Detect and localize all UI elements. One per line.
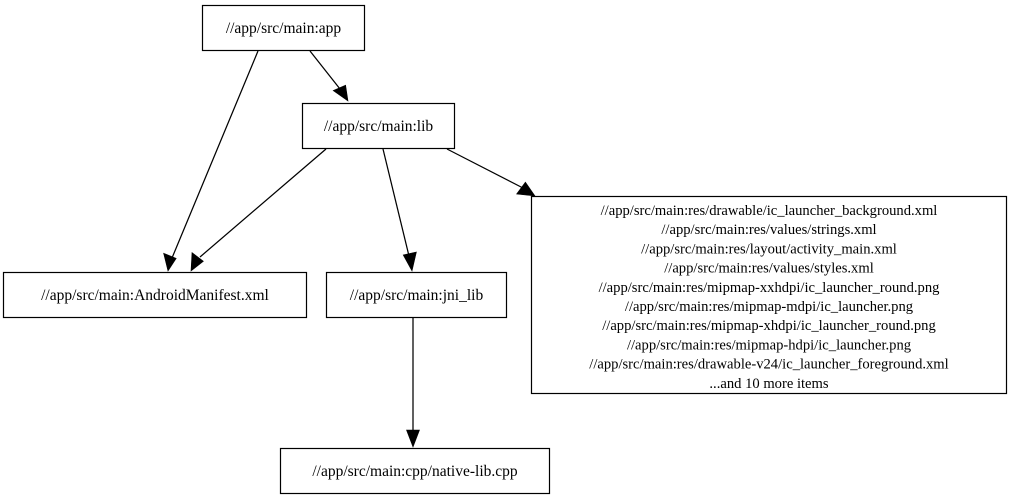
node-layer: //app/src/main:app //app/src/main:lib //…: [2, 4, 1008, 495]
edge-lib-to-jni-lib: [382, 148, 417, 272]
node-resources-line-1: //app/src/main:res/drawable/ic_launcher_…: [601, 203, 938, 219]
node-resources-line-6: //app/src/main:res/mipmap-mdpi/ic_launch…: [625, 299, 914, 315]
node-resources-line-9: //app/src/main:res/drawable-v24/ic_launc…: [589, 357, 948, 373]
node-lib-box[interactable]: [301, 102, 456, 150]
edge-lib-to-manifest: [190, 148, 327, 272]
node-resources-line-7: //app/src/main:res/mipmap-xhdpi/ic_launc…: [602, 318, 936, 334]
node-resources-line-5: //app/src/main:res/mipmap-xxhdpi/ic_laun…: [599, 280, 941, 296]
node-native-lib-cpp-label: //app/src/main:cpp/native-lib.cpp: [312, 463, 518, 480]
node-app[interactable]: //app/src/main:app: [201, 4, 366, 52]
edge-line: [309, 50, 341, 90]
edge-lib-to-resources: [446, 148, 536, 197]
node-resources-line-8: //app/src/main:res/mipmap-hdpi/ic_launch…: [627, 337, 912, 353]
node-android-manifest[interactable]: //app/src/main:AndroidManifest.xml: [2, 271, 308, 319]
node-native-lib-cpp-box[interactable]: [279, 447, 551, 495]
node-lib[interactable]: //app/src/main:lib: [301, 102, 456, 150]
node-android-manifest-box[interactable]: [2, 271, 308, 319]
node-resources-line-4: //app/src/main:res/values/styles.xml: [664, 261, 874, 277]
node-app-box[interactable]: [201, 4, 366, 52]
edge-layer: [163, 50, 536, 448]
edge-line: [171, 50, 259, 259]
node-resources-line-10: ...and 10 more items: [709, 376, 828, 392]
node-resources-line-3: //app/src/main:res/layout/activity_main.…: [641, 241, 897, 257]
node-jni-lib-box[interactable]: [325, 271, 508, 319]
edge-app-to-manifest: [163, 50, 259, 272]
edge-app-to-lib: [309, 50, 349, 102]
node-lib-label: //app/src/main:lib: [324, 118, 434, 135]
edge-line: [382, 148, 410, 257]
node-native-lib-cpp[interactable]: //app/src/main:cpp/native-lib.cpp: [279, 447, 551, 495]
edge-jni-lib-to-cpp: [406, 318, 420, 448]
arrowhead-icon: [190, 252, 204, 272]
node-jni-lib-label: //app/src/main:jni_lib: [350, 287, 484, 304]
arrowhead-icon: [406, 429, 420, 448]
edge-line: [446, 148, 524, 189]
arrowhead-icon: [332, 84, 349, 102]
arrowhead-icon: [402, 251, 417, 272]
node-resources[interactable]: //app/src/main:res/drawable/ic_launcher_…: [530, 195, 1008, 395]
node-resources-box[interactable]: [530, 195, 1008, 395]
arrowhead-icon: [163, 252, 177, 272]
node-app-label: //app/src/main:app: [226, 20, 342, 37]
node-android-manifest-label: //app/src/main:AndroidManifest.xml: [41, 287, 269, 304]
edge-line: [199, 148, 327, 258]
node-resources-line-2: //app/src/main:res/values/strings.xml: [661, 222, 876, 238]
node-jni-lib[interactable]: //app/src/main:jni_lib: [325, 271, 508, 319]
arrowhead-icon: [516, 181, 536, 197]
